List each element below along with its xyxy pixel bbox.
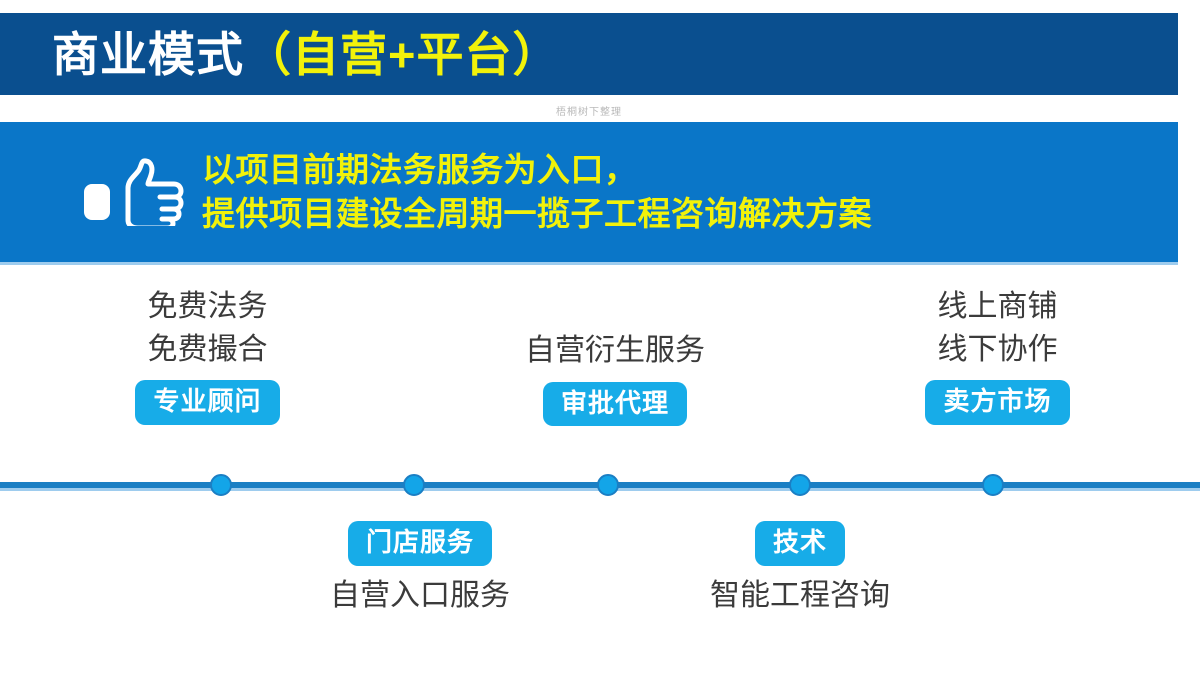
- upper-group-1-line-2: 免费撮合: [147, 332, 268, 366]
- upper-group-1-pill-wrap: 专业顾问: [60, 380, 355, 425]
- title-bar: 商业模式（自营+平台）: [0, 13, 1178, 95]
- upper-group-2-pill-wrap: 审批代理: [470, 381, 760, 427]
- banner-headline: 以项目前期法务服务为入口， 提供项目建设全周期一揽子工程咨询解决方案: [202, 148, 872, 236]
- lower-group-1-caption: 自营入口服务: [330, 578, 510, 612]
- timeline-dot-2[interactable]: [403, 474, 425, 496]
- timeline-dot-1[interactable]: [210, 474, 232, 496]
- upper-group-3: 线上商铺 线下协作 卖方市场: [850, 286, 1145, 425]
- page-title-main: 商业模式: [52, 27, 244, 81]
- lower-group-2-pill-wrap: 技术: [650, 521, 950, 566]
- page-title-highlight: （自营+平台）: [244, 27, 561, 81]
- banner-headline-line-1: 以项目前期法务服务为入口，: [202, 151, 638, 189]
- upper-group-3-line-2: 线下协作: [937, 332, 1058, 366]
- timeline-dot-4[interactable]: [789, 474, 811, 496]
- timeline-dot-5[interactable]: [982, 474, 1004, 496]
- upper-group-2: 自营衍生服务 审批代理: [470, 330, 760, 427]
- pill-seller-market[interactable]: 卖方市场: [925, 380, 1070, 425]
- lower-group-1-pill-wrap: 门店服务: [270, 521, 570, 566]
- upper-group-2-line-1: 自营衍生服务: [525, 334, 705, 367]
- upper-group-1: 免费法务 免费撮合 专业顾问: [60, 286, 355, 425]
- upper-group-3-pill-wrap: 卖方市场: [850, 380, 1145, 425]
- upper-group-1-line-1: 免费法务: [147, 290, 268, 323]
- pill-technology[interactable]: 技术: [754, 521, 845, 566]
- pill-professional-advisor[interactable]: 专业顾问: [135, 380, 280, 425]
- banner-headline-line-2: 提供项目建设全周期一揽子工程咨询解决方案: [202, 195, 872, 232]
- timeline-dot-3[interactable]: [597, 474, 619, 496]
- pill-store-service[interactable]: 门店服务: [347, 521, 492, 566]
- pill-approval-agency[interactable]: 审批代理: [542, 381, 687, 427]
- lower-group-2-caption: 智能工程咨询: [710, 578, 890, 612]
- headline-banner: 以项目前期法务服务为入口， 提供项目建设全周期一揽子工程咨询解决方案: [0, 122, 1178, 265]
- watermark-text: 梧桐树下整理: [556, 107, 622, 118]
- lower-group-1: 门店服务 自营入口服务: [270, 521, 570, 615]
- thumbs-up-icon: [82, 158, 192, 226]
- upper-group-3-line-1: 线上商铺: [937, 290, 1058, 323]
- page-title: 商业模式（自营+平台）: [52, 31, 560, 78]
- lower-group-2: 技术 智能工程咨询: [650, 521, 950, 615]
